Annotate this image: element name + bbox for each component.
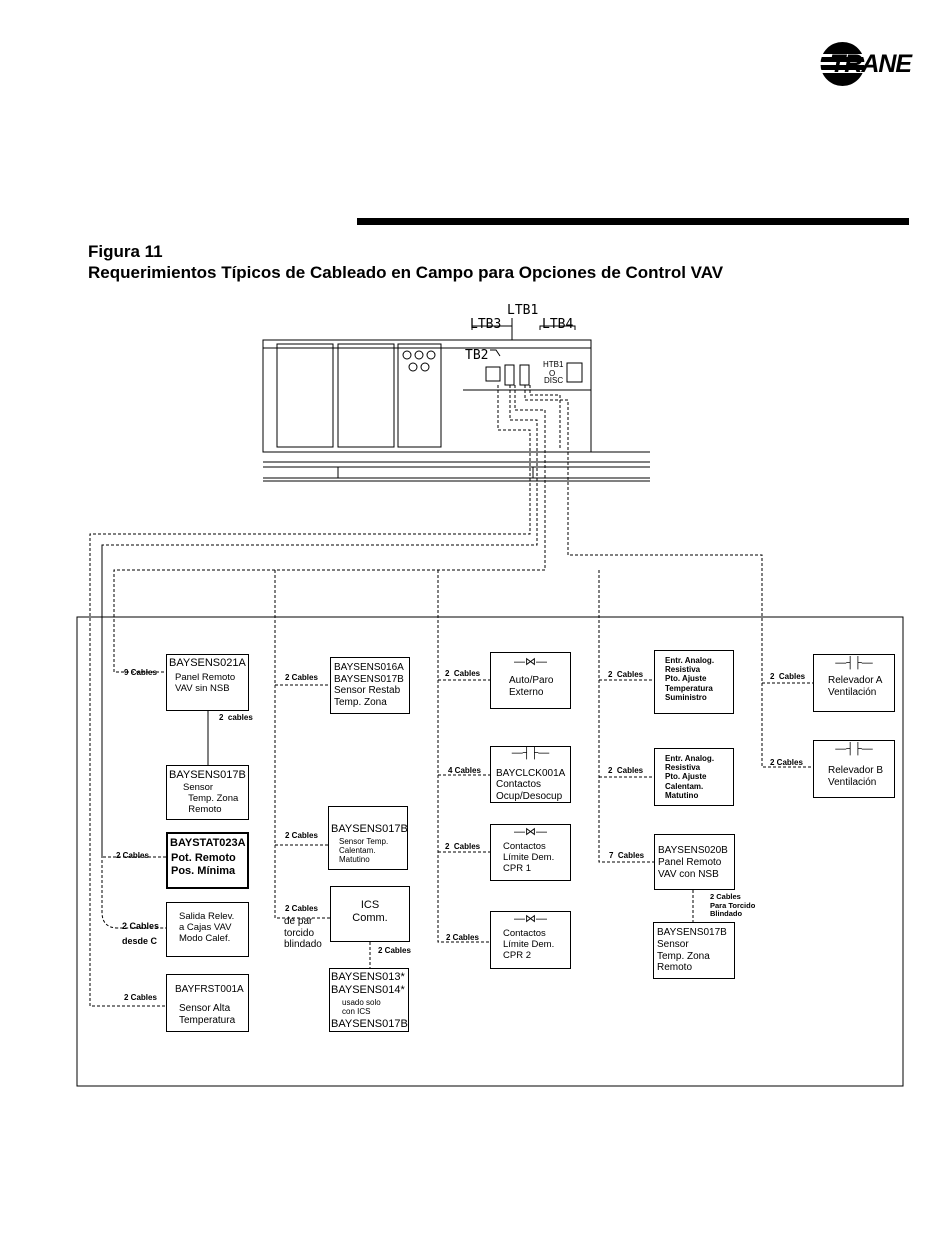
contact-no-icon: —┤├— (835, 743, 873, 755)
bayclck001a-box: —┤├— BAYCLCK001A Contactos Ocup/Desocup (490, 746, 571, 803)
bayfrst001a-desc: Sensor Alta Temperatura (179, 1003, 236, 1026)
entr1-desc: Entr. Analog. Resistiva Pto. Ajuste Temp… (665, 656, 715, 702)
unit-cabinet (262, 318, 650, 482)
htb1-o-label: O (549, 369, 556, 378)
salida-from: desde C (122, 936, 158, 946)
figure-number: Figura 11 (88, 242, 163, 261)
bayclck001a-desc: Contactos Ocup/Desocup (496, 779, 563, 802)
wire-label-rel-a: 2 Cables (770, 672, 806, 681)
baysens013-box: BAYSENS013* BAYSENS014* usado solo con I… (329, 968, 409, 1032)
bayfrst001a-box: BAYFRST001A Sensor Alta Temperatura (166, 974, 249, 1032)
baysens017b-line3: BAYSENS017B (331, 1018, 408, 1030)
baysens017b-code: BAYSENS017B (169, 769, 246, 781)
wire-label-cpr2: 2 Cables (446, 933, 479, 942)
contact-nc-icon: —⋈— (514, 826, 547, 838)
baysens021a-box: BAYSENS021A Panel Remoto VAV sin NSB (166, 654, 249, 711)
wire-label-020b-017b: 2 Cables Para Torcido Blindado (710, 892, 756, 919)
cpr2-desc: Contactos Límite Dem. CPR 2 (503, 928, 555, 961)
wire-label-020b: 7 Cables (609, 851, 645, 860)
salida-box: Salida Relev. a Cajas VAV Modo Calef. (166, 902, 249, 957)
contact-nc-icon: —⋈— (514, 656, 547, 668)
relevador-b-box: —┤├— Relevador B Ventilación (813, 740, 895, 798)
wire-label-entr1: 2 Cables (608, 670, 644, 679)
relevador-b-desc: Relevador B Ventilación (828, 765, 884, 788)
htb1-label: HTB1 (543, 360, 564, 369)
ics-box: ICS Comm. (330, 886, 410, 942)
figure-title: Requerimientos Típicos de Cableado en Ca… (88, 263, 724, 282)
baystat023a-box: BAYSTAT023A Pot. Remoto Pos. Mínima (166, 832, 249, 889)
wire-label-021a-017b: 2 cables (219, 713, 253, 722)
relevador-a-box: —┤├— Relevador A Ventilación (813, 654, 895, 712)
baysens017b-mat-desc: Sensor Temp. Calentam. Matutino (339, 837, 389, 865)
ics-text: ICS Comm. (352, 899, 388, 924)
baysens020b-desc: Panel Remoto VAV con NSB (658, 857, 722, 880)
wire-label-salida: 2 Cables (122, 921, 160, 931)
ltb4-label: LTB4 (542, 317, 574, 332)
baysens021a-code: BAYSENS021A (169, 657, 246, 669)
baysens020b-box: BAYSENS020B Panel Remoto VAV con NSB (654, 834, 735, 890)
baysens017b-desc: Sensor Temp. Zona Remoto (183, 782, 239, 815)
contact-no-icon: —┤├— (835, 657, 873, 669)
wire-label-entr2: 2 Cables (608, 766, 644, 775)
baysens016a-box: BAYSENS016A BAYSENS017B Sensor Restab Te… (330, 657, 410, 714)
ltb1-label: LTB1 (507, 303, 539, 318)
autoparo-box: —⋈— Auto/Paro Externo (490, 652, 571, 709)
baysens013-note: usado solo con ICS (342, 998, 381, 1017)
wire-label-ics-013: 2 Cables (378, 946, 411, 955)
baysens020b-code: BAYSENS020B (658, 845, 728, 856)
wire-label-017b-mat: 2 Cables (285, 831, 318, 840)
baysens021a-desc: Panel Remoto VAV sin NSB (175, 672, 236, 694)
entr-analog-1-box: Entr. Analog. Resistiva Pto. Ajuste Temp… (654, 650, 734, 714)
wire-label-clck: 4 Cables (448, 766, 481, 775)
salida-desc: Salida Relev. a Cajas VAV Modo Calef. (179, 911, 235, 944)
trane-logo-icon (818, 42, 869, 86)
wire-label-023a: 2 Cables (116, 851, 149, 860)
contact-no-icon: —┤├— (511, 747, 550, 759)
ltb3-label: LTB3 (470, 317, 502, 332)
field-frame (76, 616, 904, 1087)
baysens017b-nsb-desc: Sensor Temp. Zona Remoto (657, 939, 710, 973)
autoparo-desc: Auto/Paro Externo (509, 675, 554, 698)
baysens017b-mat-code: BAYSENS017B (331, 823, 408, 835)
baysens017b-matutino-box: BAYSENS017B Sensor Temp. Calentam. Matut… (328, 806, 408, 870)
baysens013-line1: BAYSENS013* (331, 971, 405, 983)
baystat023a-desc: Pot. Remoto Pos. Mínima (171, 852, 236, 877)
cpr2-box: —⋈— Contactos Límite Dem. CPR 2 (490, 911, 571, 969)
wire-label-016a: 2 Cables (285, 673, 318, 682)
wire-label-ics: 2 Cables (285, 904, 318, 913)
baysens017b-remote-box: BAYSENS017B Sensor Temp. Zona Remoto (166, 765, 249, 820)
baystat023a-code: BAYSTAT023A (170, 837, 246, 849)
contact-nc-icon: —⋈— (514, 913, 547, 925)
header-rule (357, 218, 909, 225)
field-wiring (89, 385, 813, 1007)
brand-name: TRANE (830, 50, 912, 78)
relevador-a-desc: Relevador A Ventilación (828, 675, 883, 698)
cpr1-desc: Contactos Límite Dem. CPR 1 (503, 841, 555, 874)
entr-analog-2-box: Entr. Analog. Resistiva Pto. Ajuste Cale… (654, 748, 734, 806)
wire-label-rel-b: 2 Cables (770, 758, 803, 767)
wire-label-frst: 2 Cables (124, 993, 157, 1002)
baysens014-line2: BAYSENS014* (331, 984, 405, 996)
wire-label-autoparo: 2 Cables (445, 669, 481, 678)
bayfrst001a-code: BAYFRST001A (175, 984, 244, 995)
baysens016a-text: BAYSENS016A BAYSENS017B Sensor Restab Te… (334, 662, 404, 708)
wire-label-cpr1: 2 Cables (445, 842, 481, 851)
tb2-label: TB2 (465, 348, 489, 363)
ics-wire-note: de par torcido blindado (284, 916, 322, 950)
baysens017b-nsb-code: BAYSENS017B (657, 927, 727, 938)
wire-label-021a: 9 Cables (124, 668, 157, 677)
baysens017b-nsb-box: BAYSENS017B Sensor Temp. Zona Remoto (653, 922, 735, 979)
bayclck001a-code: BAYCLCK001A (496, 768, 566, 779)
disc-label: DISC (544, 376, 564, 385)
cpr1-box: —⋈— Contactos Límite Dem. CPR 1 (490, 824, 571, 881)
entr2-desc: Entr. Analog. Resistiva Pto. Ajuste Cale… (665, 754, 715, 800)
